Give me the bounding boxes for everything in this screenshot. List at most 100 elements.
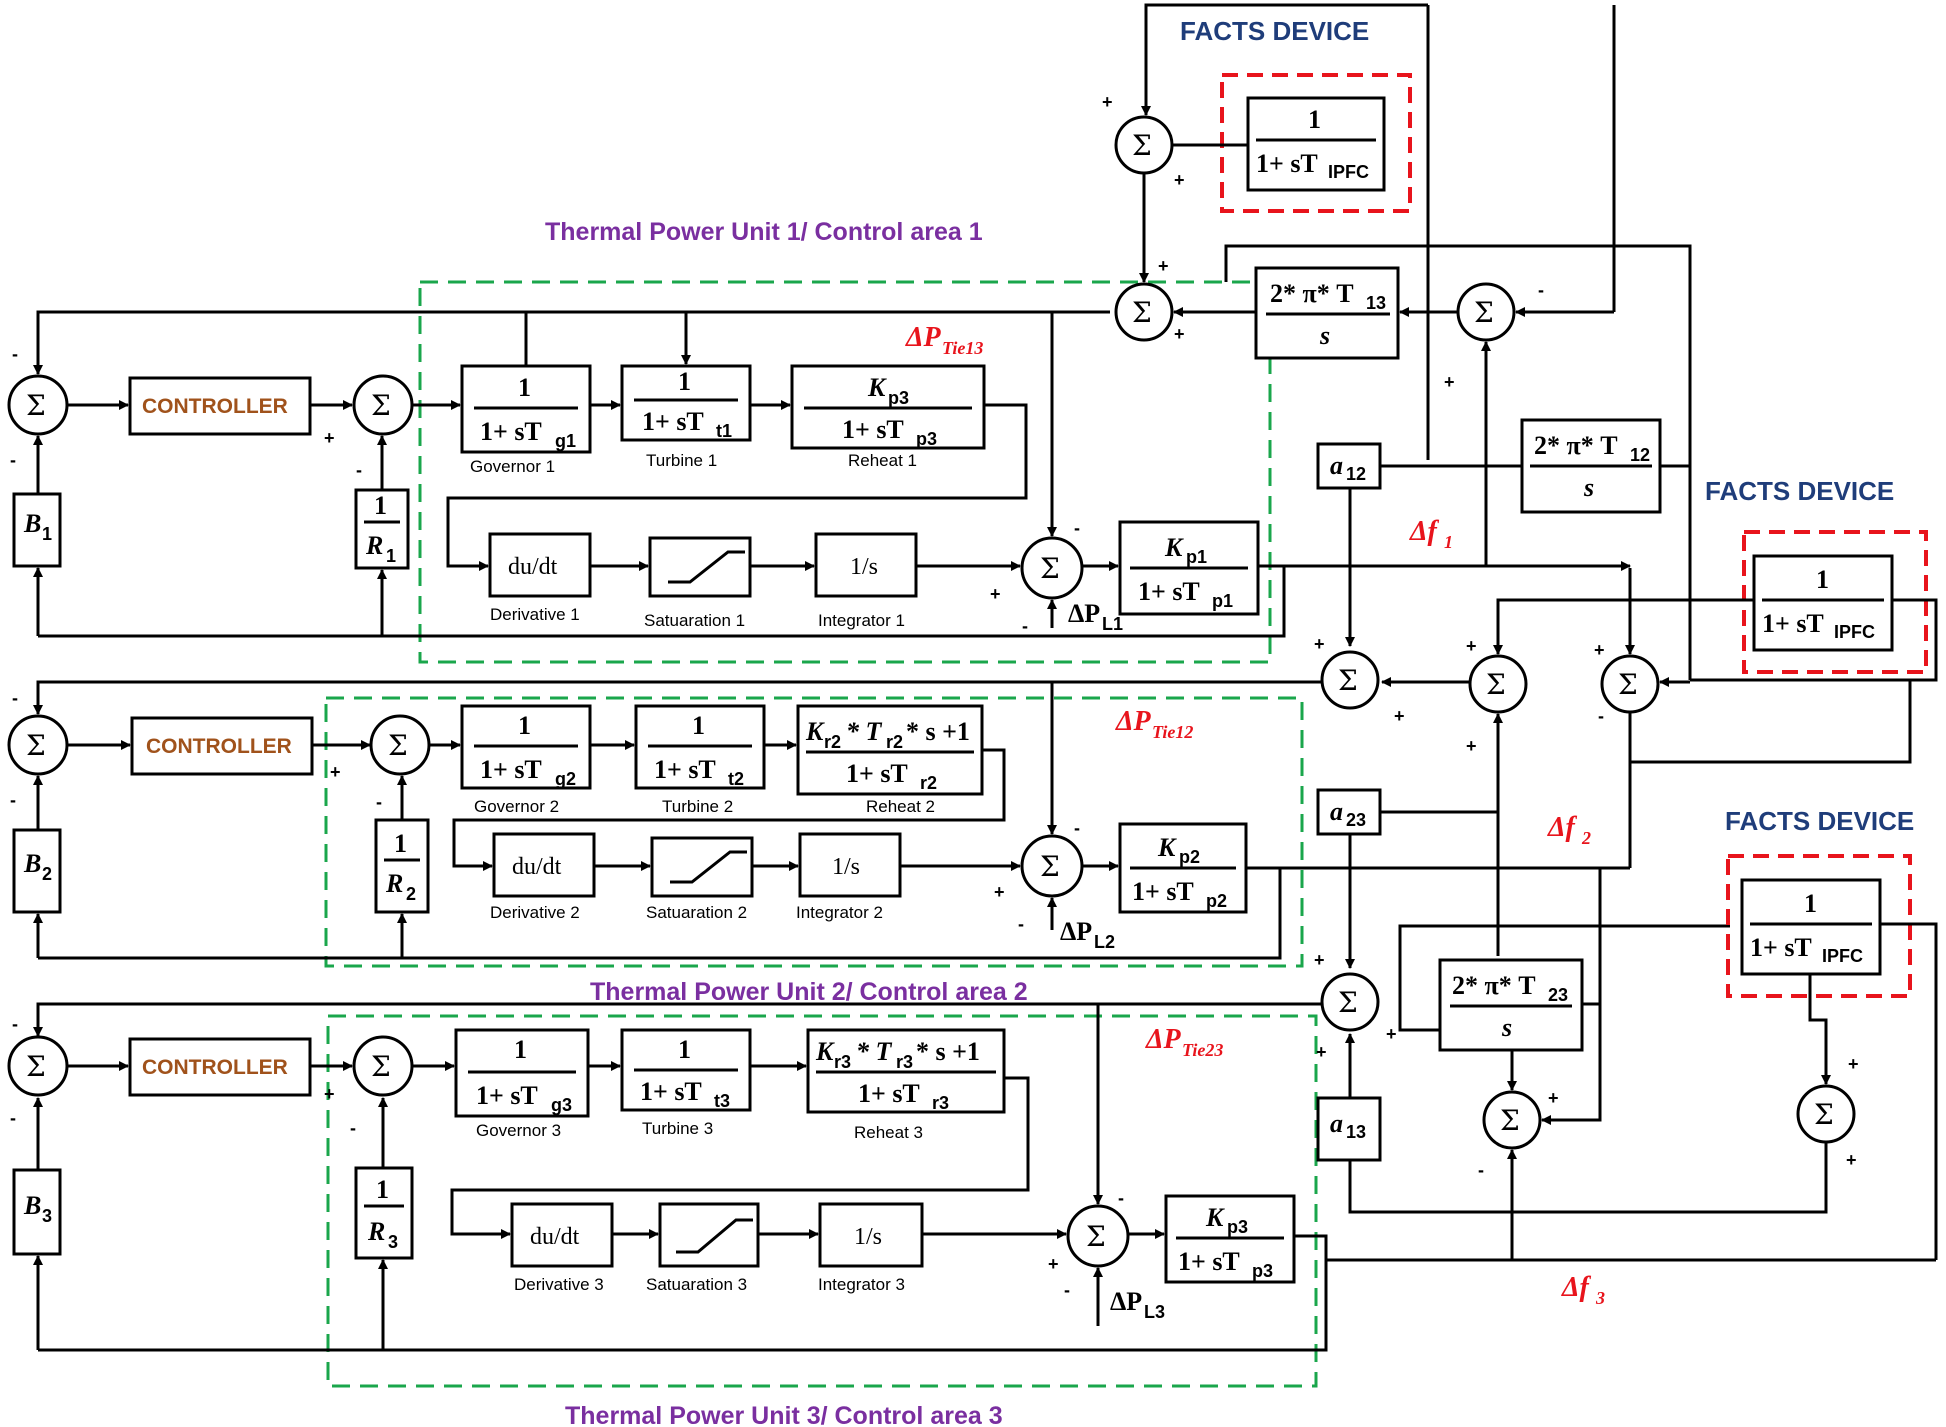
- integrator1-label: 1/s: [850, 554, 878, 580]
- area1-title: Thermal Power Unit 1/ Control area 1: [545, 218, 983, 246]
- facts3-boundary: [1726, 854, 1912, 998]
- reheat3-num-sub2: r3: [896, 1052, 913, 1072]
- sign-plus: +: [324, 1084, 335, 1104]
- reheat1-num-sub: p3: [888, 388, 909, 408]
- sign-plus: +: [1174, 324, 1185, 344]
- sum-ace1: [7, 374, 69, 436]
- turbine2-den-sub: t2: [728, 769, 744, 789]
- governor1-caption: Governor 1: [470, 457, 555, 476]
- sum-gov2: [369, 714, 431, 776]
- reheat1-num: K: [867, 373, 887, 402]
- ipfc2-den: 1+ sT: [1762, 609, 1824, 638]
- tie12-signal: ΔP: [1115, 706, 1152, 737]
- a13-label: a: [1330, 1109, 1343, 1138]
- facts1-boundary: [1220, 73, 1412, 213]
- pl3-label: ΔP: [1110, 1287, 1142, 1316]
- power2-den: 1+ sT: [1132, 877, 1194, 906]
- saturation1-block: [648, 536, 752, 598]
- r3-num: 1: [376, 1175, 389, 1204]
- reheat1-den-sub: p3: [916, 429, 937, 449]
- ipfc2-den-sub: IPFC: [1834, 622, 1875, 642]
- df3-signal-sub: 3: [1595, 1288, 1605, 1308]
- pl2-sub: L2: [1094, 932, 1115, 952]
- facts-title-2: FACTS DEVICE: [1705, 476, 1894, 506]
- sign-plus: +: [1848, 1054, 1859, 1074]
- tie13-num-sub: 13: [1366, 293, 1386, 313]
- sum-tie12-b: [1468, 654, 1528, 714]
- governor3-num: 1: [514, 1035, 527, 1064]
- integrator2-block: [798, 832, 902, 898]
- sign-plus: +: [1048, 1254, 1059, 1274]
- sign-plus: +: [990, 584, 1001, 604]
- area2-boundary: [324, 696, 1304, 968]
- tie12-num: 2* π* T: [1534, 431, 1618, 460]
- sign-minus: -: [1064, 1280, 1070, 1300]
- sign-plus: +: [1444, 372, 1455, 392]
- sigma-symbol: Σ: [371, 1050, 391, 1083]
- sign-plus: +: [330, 762, 341, 782]
- sign-minus: -: [350, 1118, 356, 1138]
- sign-minus: -: [376, 792, 382, 812]
- turbine3-caption: Turbine 3: [642, 1119, 713, 1138]
- tie12-signal-sub: Tie12: [1152, 722, 1193, 742]
- sigma-symbol: Σ: [1474, 296, 1494, 329]
- r3-sub: 3: [388, 1232, 398, 1252]
- saturation3-block: [658, 1202, 760, 1268]
- turbine3-den-sub: t3: [714, 1091, 730, 1111]
- reheat2-block: [796, 704, 984, 796]
- reheat2-den: 1+ sT: [846, 759, 908, 788]
- sign-plus: +: [1314, 950, 1325, 970]
- derivative1-block: [488, 532, 592, 598]
- controller1-block: [128, 376, 312, 436]
- sign-plus: +: [1548, 1088, 1559, 1108]
- a23-sub: 23: [1346, 810, 1366, 830]
- sign-minus: -: [1538, 280, 1544, 300]
- sigma-symbol: Σ: [26, 389, 46, 422]
- b2-label: B: [23, 849, 41, 878]
- df2-signal: Δf: [1547, 812, 1578, 843]
- tie23-signal: ΔP: [1145, 1024, 1182, 1055]
- reheat3-num: K: [815, 1037, 835, 1066]
- sign-minus: -: [1074, 518, 1080, 538]
- ipfc1-block: [1246, 96, 1386, 192]
- controller2-label: CONTROLLER: [146, 735, 292, 758]
- reheat3-num-sub: r3: [834, 1052, 851, 1072]
- sigma-symbol: Σ: [371, 389, 391, 422]
- power1-den-sub: p1: [1212, 591, 1233, 611]
- sum-tie13: [1114, 282, 1174, 342]
- ipfc3-den-sub: IPFC: [1822, 946, 1863, 966]
- reheat2-num-tail: * s +1: [906, 717, 970, 746]
- derivative3-caption: Derivative 3: [514, 1275, 604, 1294]
- df2-signal-sub: 2: [1581, 828, 1591, 848]
- controller3-block: [128, 1037, 312, 1097]
- droop-r1-block: [354, 488, 410, 570]
- sign-minus: -: [1022, 616, 1028, 636]
- integrator2-caption: Integrator 2: [796, 903, 883, 922]
- b3-label: B: [23, 1191, 41, 1220]
- area2-title: Thermal Power Unit 2/ Control area 2: [590, 978, 1028, 1006]
- a23-block: [1316, 788, 1382, 836]
- r1-num: 1: [374, 491, 387, 520]
- facts2-boundary: [1742, 530, 1928, 674]
- tie13-num: 2* π* T: [1270, 279, 1354, 308]
- ipfc2-block: [1752, 554, 1894, 652]
- facts-title-1: FACTS DEVICE: [1180, 16, 1369, 46]
- power2-num: K: [1157, 833, 1177, 862]
- sign-plus: +: [1102, 92, 1113, 112]
- r1-sub: 1: [386, 546, 396, 566]
- reheat3-num-tail: * s +1: [916, 1037, 980, 1066]
- r2-sub: 2: [406, 884, 416, 904]
- power3-den-sub: p3: [1252, 1261, 1273, 1281]
- r1-label: R: [365, 531, 383, 560]
- turbine2-den: 1+ sT: [654, 755, 716, 784]
- b3-sub: 3: [42, 1206, 52, 1226]
- sigma-symbol: Σ: [388, 729, 408, 762]
- derivative2-caption: Derivative 2: [490, 903, 580, 922]
- sign-plus: +: [1158, 256, 1169, 276]
- ipfc2-num: 1: [1816, 565, 1829, 594]
- sum-tie12-a: [1320, 650, 1380, 710]
- controller2-block: [130, 716, 314, 776]
- df3-signal: Δf: [1561, 1272, 1592, 1303]
- sum-df23: [1482, 1090, 1542, 1150]
- sign-plus: +: [1314, 634, 1325, 654]
